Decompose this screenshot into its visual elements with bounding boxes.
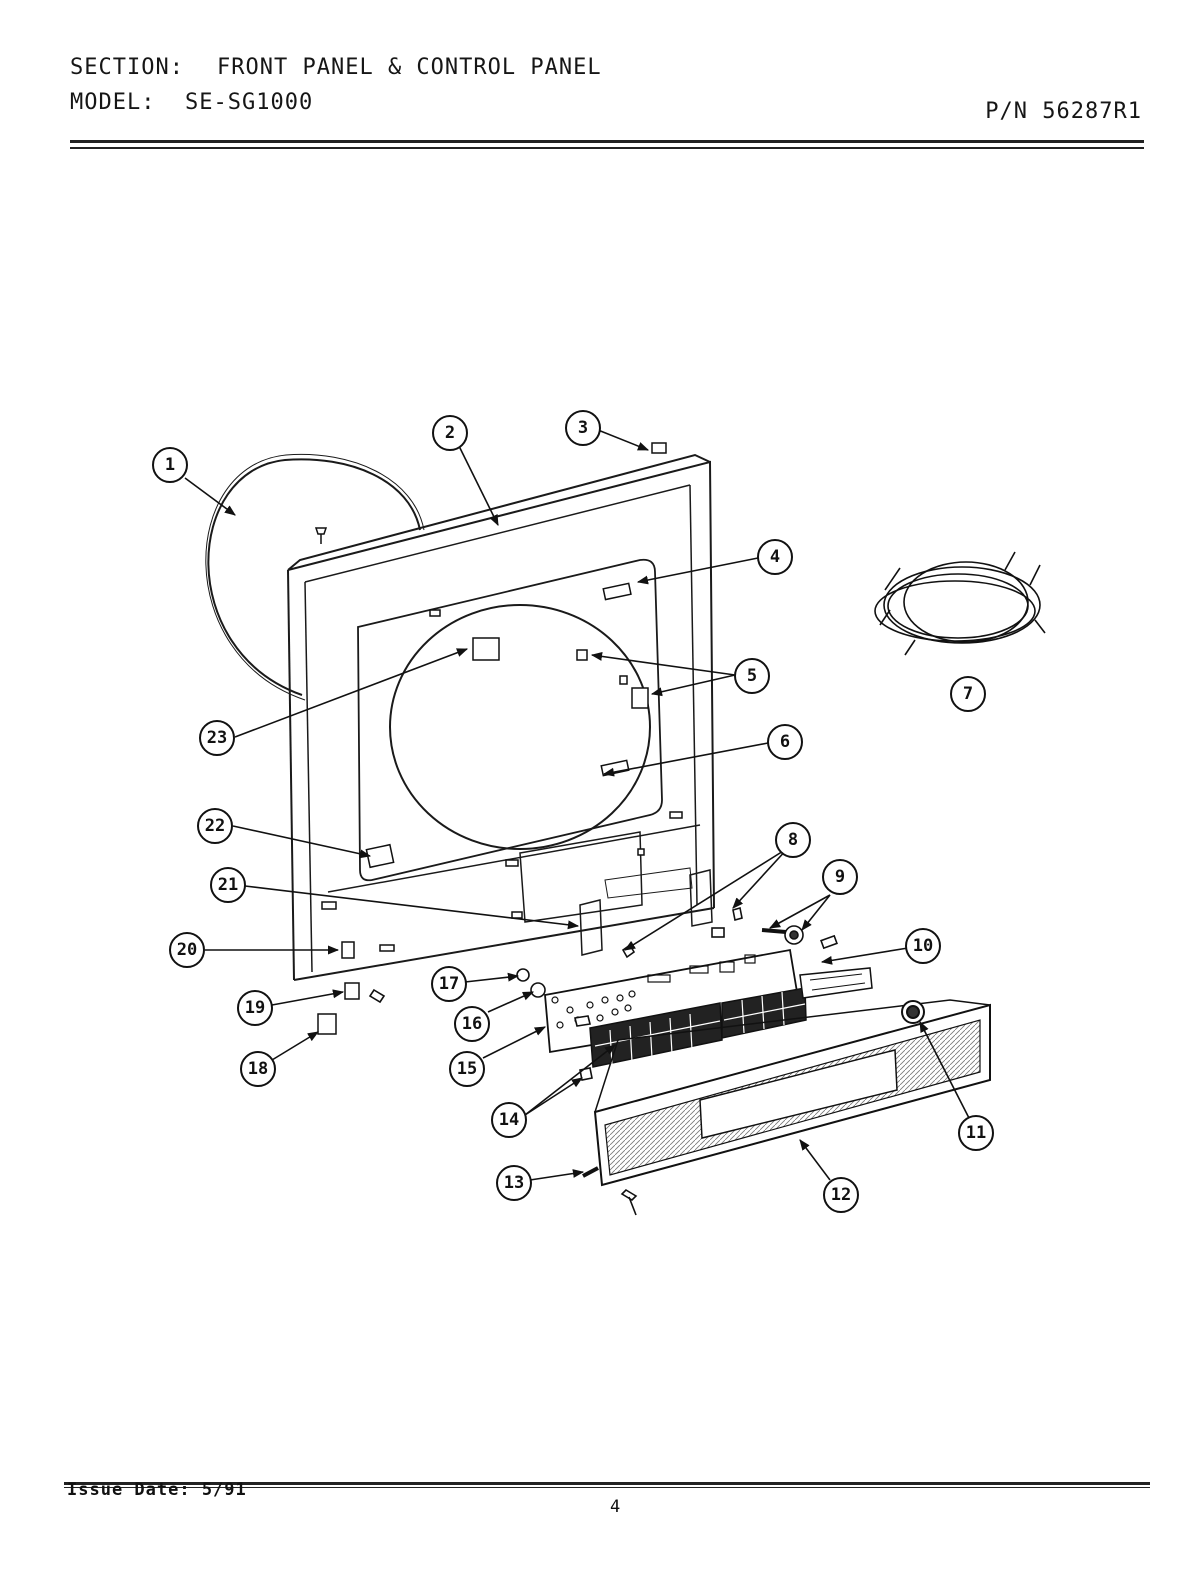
callout-label: 13: [504, 1173, 524, 1193]
model-number: SE-SG1000: [185, 90, 314, 115]
callout-2: 2: [432, 415, 468, 451]
callout-label: 7: [963, 684, 973, 704]
callout-23: 23: [199, 720, 235, 756]
callout-6: 6: [767, 724, 803, 760]
callout-label: 3: [578, 418, 588, 438]
drum-seal-ring: [205, 453, 425, 701]
callout-label: 16: [462, 1014, 482, 1034]
header-rule: [70, 140, 1144, 143]
callout-9: 9: [822, 859, 858, 895]
panel-details: [317, 442, 683, 1035]
callout-label: 15: [457, 1059, 477, 1079]
callout-1: 1: [152, 447, 188, 483]
callout-label: 22: [205, 816, 225, 836]
callouts: 1 2 3 4 5 6 7 8 9 10 11 12 13 14 15 16 1…: [152, 410, 994, 1213]
callout-label: 19: [245, 998, 265, 1018]
callout-19: 19: [237, 990, 273, 1026]
callout-label: 14: [499, 1110, 519, 1130]
callout-14: 14: [491, 1102, 527, 1138]
callout-label: 23: [207, 728, 227, 748]
callout-label: 10: [913, 936, 933, 956]
callout-label: 12: [831, 1185, 851, 1205]
hardware: [368, 906, 743, 1216]
wire-harness: [874, 551, 1046, 656]
part-number: P/N 56287R1: [985, 99, 1142, 124]
callout-22: 22: [197, 808, 233, 844]
callout-3: 3: [565, 410, 601, 446]
callout-21: 21: [210, 867, 246, 903]
callout-20: 20: [169, 932, 205, 968]
model-label: MODEL:: [70, 90, 156, 115]
control-knob: [901, 1000, 925, 1024]
front-console: [593, 999, 991, 1187]
leader-lines: [184, 429, 971, 1181]
callout-label: 6: [780, 732, 790, 752]
callout-10: 10: [905, 928, 941, 964]
callout-5: 5: [734, 658, 770, 694]
callout-7: 7: [950, 676, 986, 712]
callout-label: 2: [445, 423, 455, 443]
callout-label: 5: [747, 666, 757, 686]
section-label: SECTION:: [70, 55, 184, 80]
selector-switch: [711, 925, 838, 950]
callout-label: 8: [788, 830, 798, 850]
callout-label: 17: [439, 974, 459, 994]
footer-rule: [64, 1482, 1150, 1485]
screw: [314, 527, 328, 544]
callout-label: 18: [248, 1059, 268, 1079]
section-title: FRONT PANEL & CONTROL PANEL: [217, 55, 602, 80]
callout-18: 18: [240, 1051, 276, 1087]
callout-label: 4: [770, 547, 780, 567]
callout-label: 11: [966, 1123, 986, 1143]
callout-label: 1: [165, 455, 175, 475]
callout-17: 17: [431, 966, 467, 1002]
header-rule-thin: [70, 147, 1144, 149]
callout-15: 15: [449, 1051, 485, 1087]
front-panel: [287, 453, 715, 981]
page-number: 4: [610, 1497, 621, 1517]
footer-rule-thin: [64, 1487, 1150, 1488]
callout-8: 8: [775, 822, 811, 858]
callout-label: 20: [177, 940, 197, 960]
callout-13: 13: [496, 1165, 532, 1201]
callout-12: 12: [823, 1177, 859, 1213]
control-rail: [799, 967, 873, 999]
callout-label: 21: [218, 875, 238, 895]
callout-label: 9: [835, 867, 845, 887]
callout-11: 11: [958, 1115, 994, 1151]
callout-16: 16: [454, 1006, 490, 1042]
callout-4: 4: [757, 539, 793, 575]
issue-date: Issue Date: 5/91: [67, 1480, 247, 1500]
